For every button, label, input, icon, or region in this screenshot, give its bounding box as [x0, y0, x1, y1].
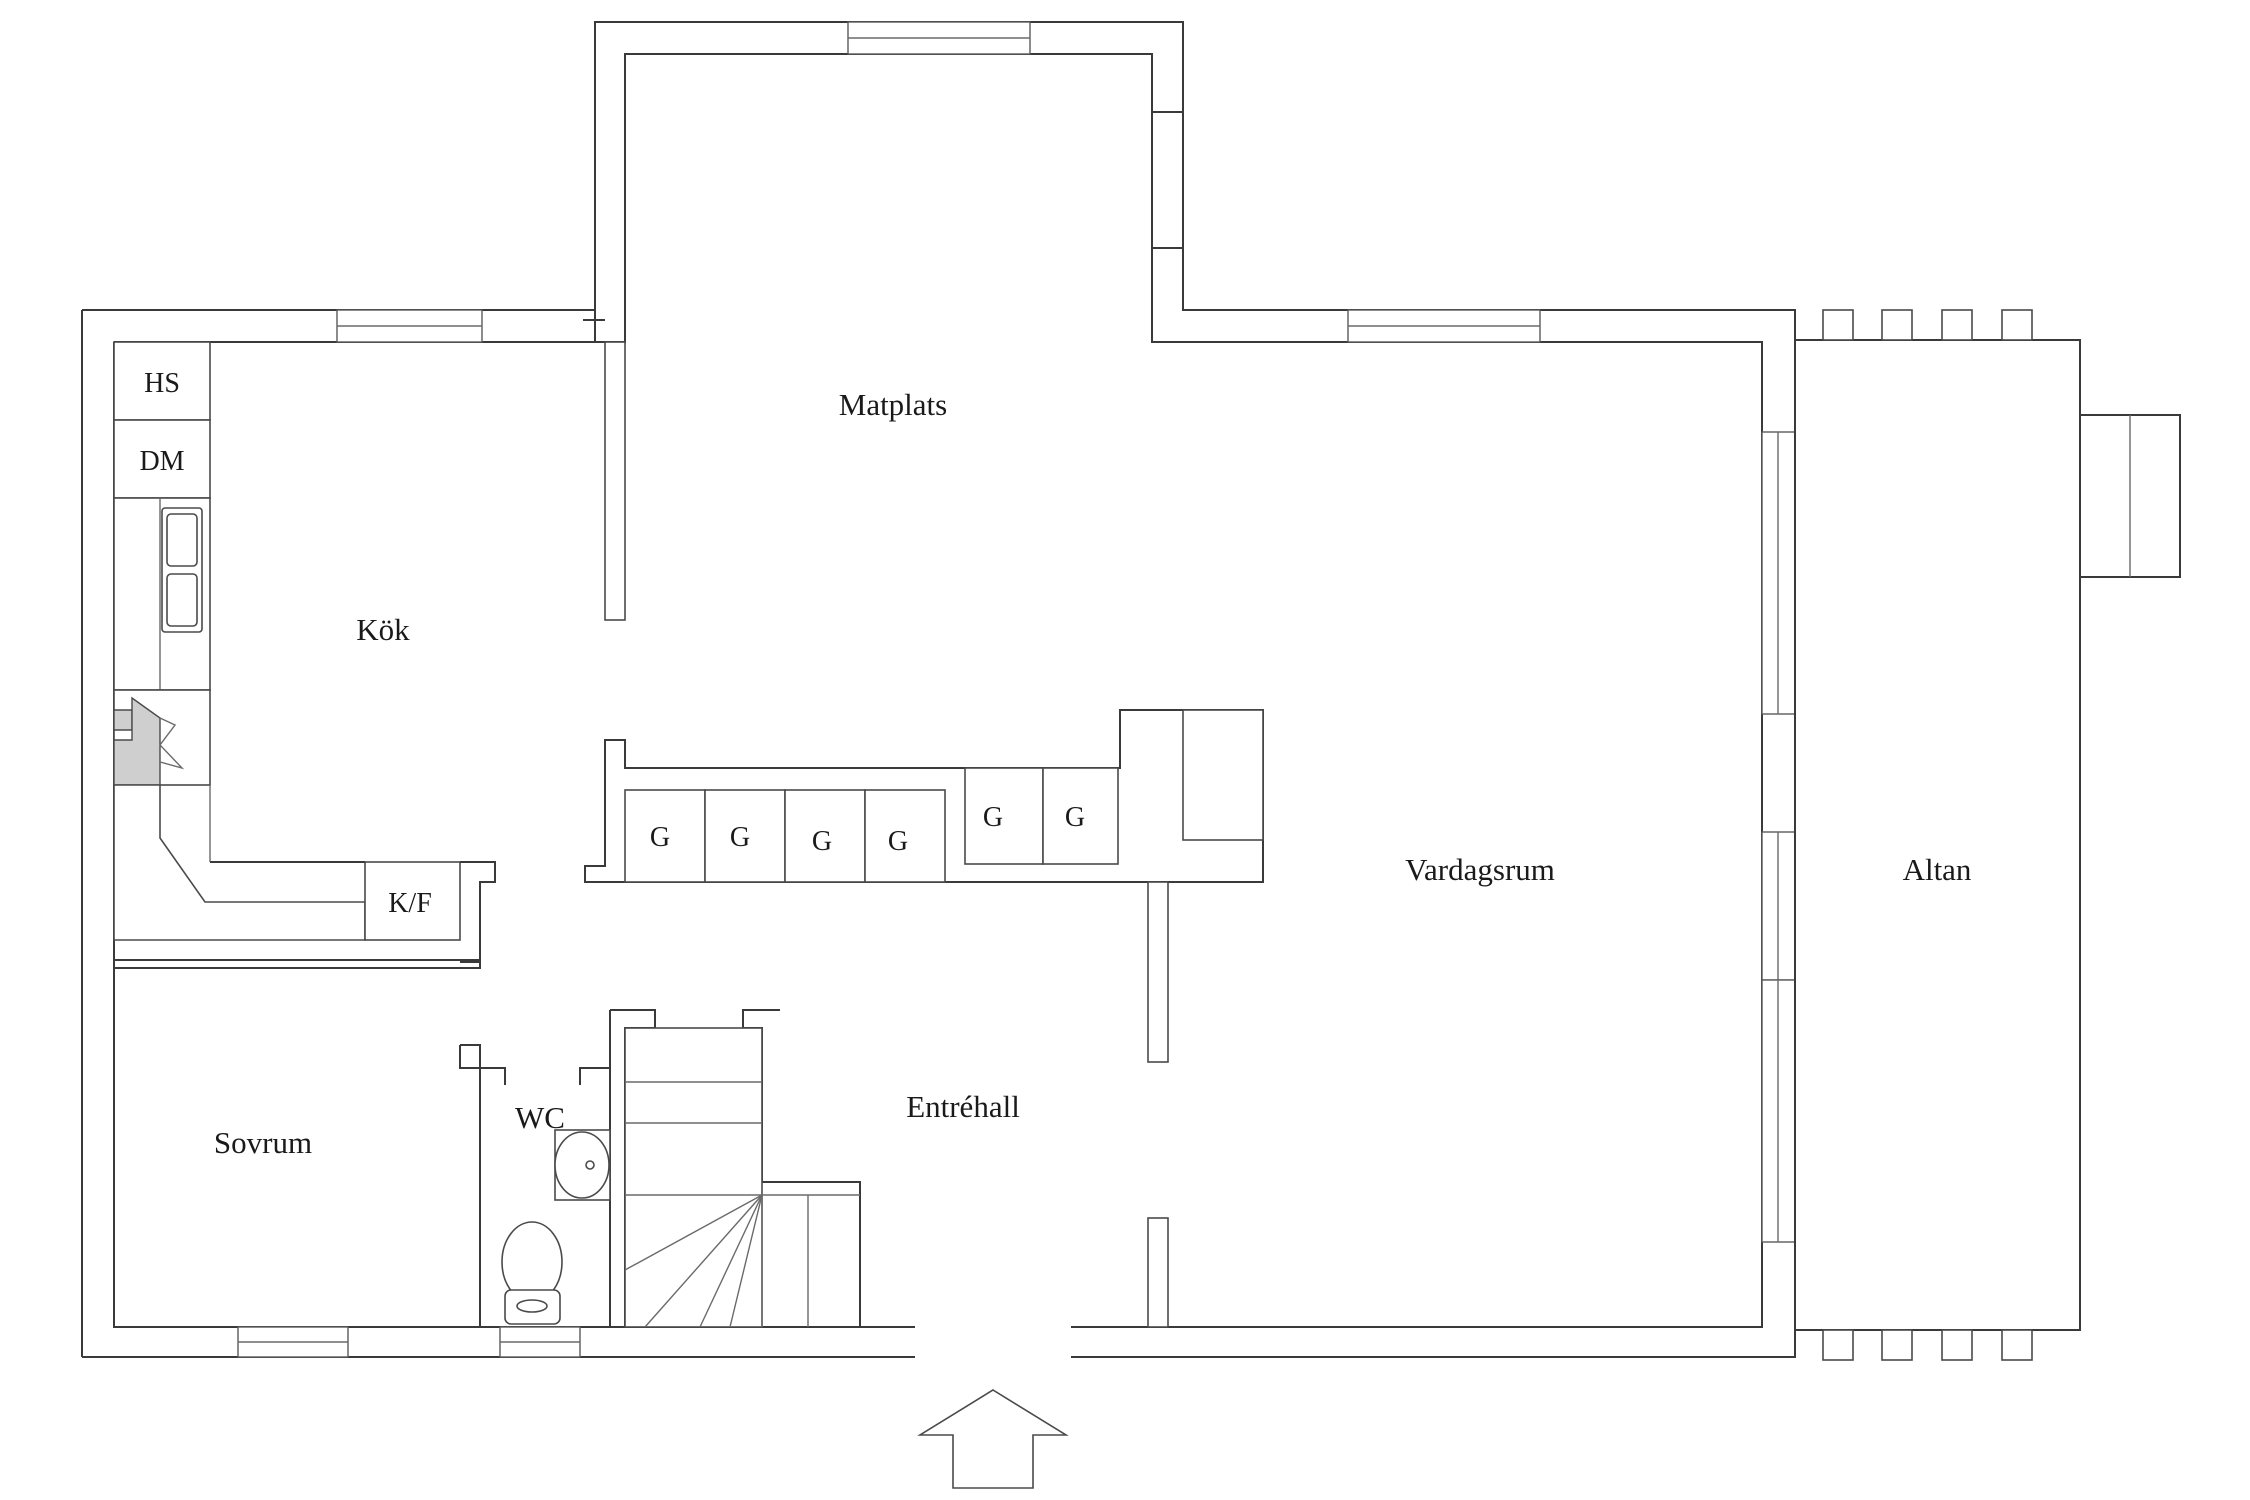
sink-icon: [554, 1129, 611, 1201]
label-g-5: G: [983, 802, 1003, 833]
label-hs: HS: [144, 368, 180, 399]
stove-icon: [113, 689, 211, 786]
label-g-6: G: [1065, 802, 1085, 833]
windows: [237, 21, 1796, 1358]
kf-fridge: [364, 861, 461, 941]
label-g-4: G: [888, 826, 908, 857]
label-vardagsrum: Vardagsrum: [1405, 852, 1555, 887]
room-labels: Kök Matplats Vardagsrum Altan Entréhall …: [214, 387, 1972, 1160]
label-wc: WC: [515, 1100, 565, 1135]
fixture-labels: HS DM K/F G G G G G G: [139, 368, 1085, 919]
label-dm: DM: [139, 446, 184, 477]
kitchen: [113, 341, 496, 969]
label-g-3: G: [812, 826, 832, 857]
label-g-1: G: [650, 822, 670, 853]
label-entrehall: Entréhall: [906, 1089, 1020, 1124]
kitchen-sink-icon: [161, 507, 203, 633]
toilet-icon: [501, 1221, 563, 1325]
label-matplats: Matplats: [839, 387, 948, 422]
label-kok: Kök: [356, 612, 410, 647]
matplats-wall-details: [583, 111, 1183, 621]
label-kf: K/F: [388, 888, 432, 919]
altan-deck: [1794, 309, 2181, 1361]
wc-walls: [459, 1010, 611, 1327]
label-g-2: G: [730, 822, 750, 853]
hs-cabinet: [113, 341, 211, 421]
dm-cabinet: [113, 419, 211, 499]
label-altan: Altan: [1903, 852, 1972, 887]
outer-walls: [81, 21, 1796, 1358]
staircase-icon: [610, 1009, 861, 1328]
wardrobes: [584, 709, 1264, 1328]
label-sovrum: Sovrum: [214, 1125, 312, 1160]
entrance-arrow-icon: [917, 1389, 1069, 1489]
